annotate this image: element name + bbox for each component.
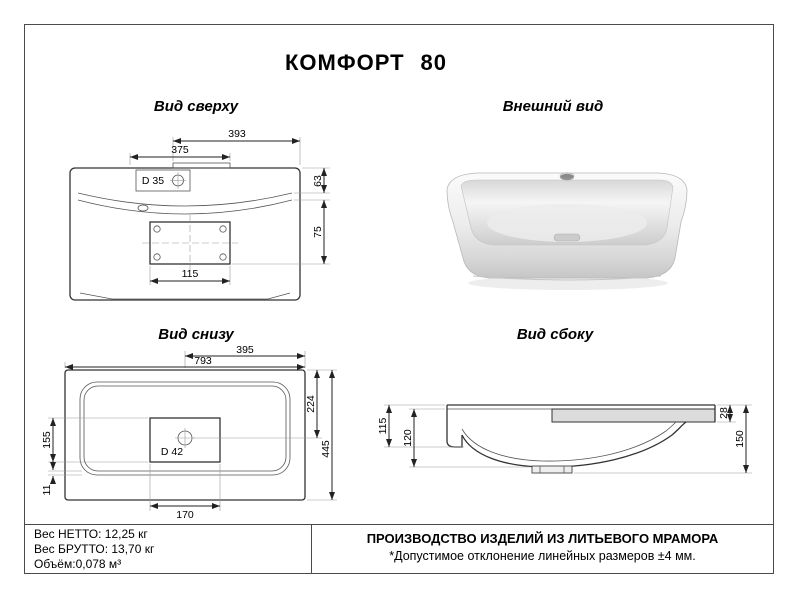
deck-section xyxy=(551,408,716,423)
drain-fitting xyxy=(531,465,573,474)
dim-top-393: 393 xyxy=(228,128,246,140)
page-title: КОМФОРТ 80 xyxy=(0,50,732,76)
dim-top-115: 115 xyxy=(182,268,199,280)
dim-side-120: 120 xyxy=(402,429,414,447)
bottom-view-dimensions: 395 793 224 445 155 11 170 xyxy=(41,345,337,521)
label-side-view: Вид сбоку xyxy=(516,326,594,343)
top-view-faucet-hole: D 35 xyxy=(135,169,191,192)
dim-bottom-224: 224 xyxy=(305,395,317,413)
dim-side-150: 150 xyxy=(734,430,746,448)
top-view-sink-outline xyxy=(69,162,301,301)
product-name: КОМФОРТ xyxy=(284,50,405,75)
basin-floor xyxy=(487,204,647,242)
dim-bottom-395: 395 xyxy=(236,345,254,356)
bottom-view-outline xyxy=(64,369,306,501)
dim-bottom-793: 793 xyxy=(194,355,212,367)
dim-bottom-11: 11 xyxy=(41,484,53,495)
dim-top-63: 63 xyxy=(312,175,324,187)
label-external-view: Внешний вид xyxy=(502,98,604,115)
footer: Вес НЕТТО: 12,25 кг Вес БРУТТО: 13,70 кг… xyxy=(24,524,774,574)
tolerance-note: *Допустимое отклонение линейных размеров… xyxy=(389,549,696,563)
label-bottom-view: Вид снизу xyxy=(158,326,234,343)
side-view-drawing: 115 120 28 150 xyxy=(377,404,752,474)
production-text: ПРОИЗВОДСТВО ИЗДЕЛИЙ ИЗ ЛИТЬЕВОГО МРАМОР… xyxy=(366,531,719,546)
dim-side-28: 28 xyxy=(718,407,730,419)
dim-bottom-445: 445 xyxy=(320,440,332,458)
dim-bottom-155: 155 xyxy=(41,431,53,449)
overflow-hole xyxy=(137,204,149,212)
overflow-slot xyxy=(553,233,581,242)
ground-shadow xyxy=(468,276,668,290)
side-view-profile xyxy=(446,404,716,474)
product-size: 80 xyxy=(420,50,448,75)
dim-top-75: 75 xyxy=(312,226,324,238)
dim-bottom-170: 170 xyxy=(176,509,194,521)
external-view-render xyxy=(446,172,688,290)
dim-top-375: 375 xyxy=(171,144,189,156)
top-view-dimensions: 393 375 63 75 115 xyxy=(129,128,330,285)
top-view-mounting-plate xyxy=(142,215,238,271)
side-view-dimensions: 115 120 28 150 xyxy=(377,404,752,474)
dim-faucet-diameter: D 35 xyxy=(142,175,164,187)
dim-drain-diameter: D 42 xyxy=(161,446,183,458)
dim-side-115: 115 xyxy=(377,417,389,434)
bottom-view-drawing: D 42 395 793 224 445 155 11 xyxy=(41,345,337,521)
weight-brutto: Вес БРУТТО: 13,70 кг xyxy=(34,542,155,556)
weights-box: Вес НЕТТО: 12,25 кг Вес БРУТТО: 13,70 кг… xyxy=(25,525,312,573)
production-box: ПРОИЗВОДСТВО ИЗДЕЛИЙ ИЗ ЛИТЬЕВОГО МРАМОР… xyxy=(312,525,773,573)
front-edge-highlight xyxy=(472,275,662,281)
bottom-view-drain: D 42 xyxy=(149,417,221,463)
weight-netto: Вес НЕТТО: 12,25 кг xyxy=(34,527,148,541)
label-top-view: Вид сверху xyxy=(153,98,239,115)
volume: Объём:0,078 м³ xyxy=(34,557,122,571)
top-view-drawing: D 35 393 375 63 75 xyxy=(69,128,330,301)
